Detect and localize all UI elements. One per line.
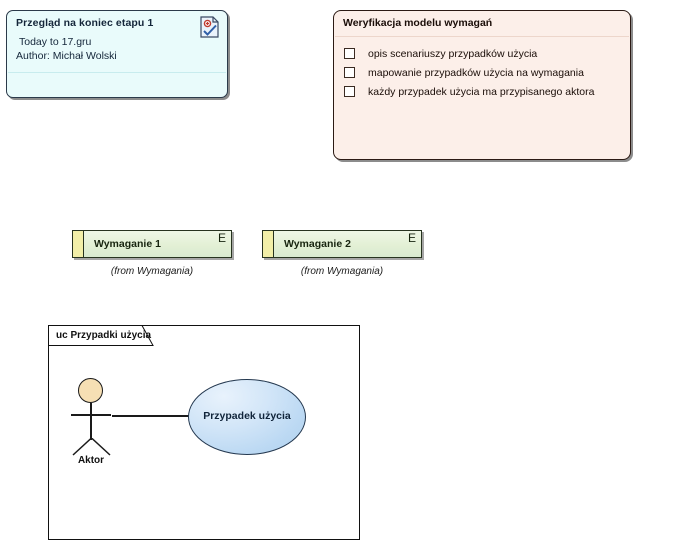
- checklist-title: Weryfikacja modelu wymagań: [343, 17, 493, 29]
- association-line: [112, 415, 190, 417]
- checkbox-icon[interactable]: [344, 67, 355, 78]
- checklist-item[interactable]: mapowanie przypadków użycia na wymagania: [334, 63, 630, 82]
- review-note-box[interactable]: Przegląd na koniec etapu 1 Today to 17.g…: [6, 10, 228, 98]
- checklist-separator: [335, 36, 629, 37]
- checklist-item-label: każdy przypadek użycia ma przypisanego a…: [368, 85, 595, 98]
- requirement-name: Wymaganie 1: [94, 238, 161, 250]
- requirement-badge-icon: E: [217, 231, 226, 245]
- requirement-name: Wymaganie 2: [284, 238, 351, 250]
- checklist-item[interactable]: każdy przypadek użycia ma przypisanego a…: [334, 82, 630, 101]
- review-note-separator: [8, 72, 226, 73]
- actor-head-icon: [78, 378, 103, 403]
- document-check-icon: [200, 16, 220, 38]
- requirement-stripe: [73, 231, 84, 257]
- frame-tab-shape: [48, 325, 154, 346]
- usecase-ellipse[interactable]: [188, 379, 306, 455]
- requirement-package-label: (from Wymagania): [110, 266, 194, 277]
- checkbox-icon[interactable]: [344, 86, 355, 97]
- requirement-package-label: (from Wymagania): [300, 266, 384, 277]
- review-note-author: Author: Michał Wolski: [16, 50, 117, 62]
- actor-label: Aktor: [77, 455, 105, 466]
- verification-checklist-box[interactable]: Weryfikacja modelu wymagań opis scenariu…: [333, 10, 631, 160]
- requirement-stripe: [263, 231, 274, 257]
- checklist-items: opis scenariuszy przypadków użycia mapow…: [334, 44, 630, 101]
- review-note-date: Today to 17.gru: [19, 36, 92, 48]
- actor-legs-icon: [71, 437, 112, 456]
- checkbox-icon[interactable]: [344, 48, 355, 59]
- checklist-item[interactable]: opis scenariuszy przypadków użycia: [334, 44, 630, 63]
- checklist-item-label: mapowanie przypadków użycia na wymagania: [368, 66, 584, 79]
- requirement-element-2[interactable]: Wymaganie 2 E: [262, 230, 422, 258]
- review-note-title: Przegląd na koniec etapu 1: [16, 17, 154, 29]
- actor-body-icon: [90, 403, 92, 440]
- frame-label: uc Przypadki użycia: [56, 330, 152, 341]
- usecase-label: Przypadek użycia: [203, 410, 291, 422]
- checklist-item-label: opis scenariuszy przypadków użycia: [368, 47, 538, 60]
- requirement-element-1[interactable]: Wymaganie 1 E: [72, 230, 232, 258]
- requirement-badge-icon: E: [407, 231, 416, 245]
